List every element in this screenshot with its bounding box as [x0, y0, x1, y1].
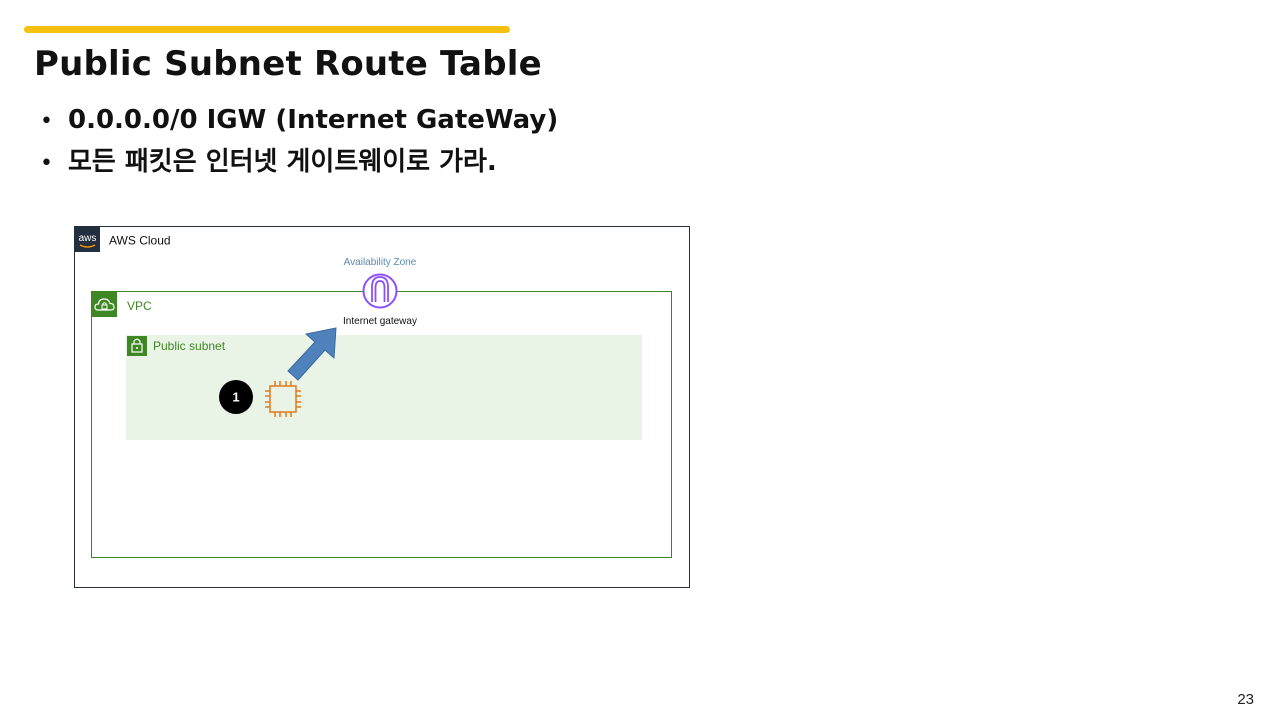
route-arrow-icon	[287, 327, 337, 381]
bullet-text-explanation: 모든 패킷은 인터넷 게이트웨이로 가라.	[68, 147, 497, 177]
internet-gateway-icon	[362, 273, 398, 309]
title-accent-bar	[24, 26, 510, 33]
public-subnet-container	[126, 335, 642, 440]
bullet-list: • 0.0.0.0/0 IGW (Internet GateWay) • 모든 패킷…	[40, 100, 558, 184]
vpc-label: VPC	[127, 299, 152, 313]
subnet-lock-icon	[127, 336, 147, 356]
page-number: 23	[1237, 691, 1254, 708]
slide-title: Public Subnet Route Table	[34, 44, 542, 84]
availability-zone-label: Availability Zone	[344, 257, 417, 268]
bullet-item-explanation: • 모든 패킷은 인터넷 게이트웨이로 가라.	[40, 142, 558, 184]
aws-cloud-label: AWS Cloud	[109, 234, 171, 248]
step-badge-number: 1	[232, 390, 239, 405]
ec2-instance-icon	[265, 381, 301, 417]
step-badge	[219, 380, 253, 414]
internet-gateway-label: Internet gateway	[343, 316, 417, 327]
bullet-marker: •	[40, 151, 53, 176]
bullet-text-route: 0.0.0.0/0 IGW (Internet GateWay)	[68, 105, 559, 135]
public-subnet-label: Public subnet	[153, 339, 226, 353]
bullet-item-route: • 0.0.0.0/0 IGW (Internet GateWay)	[40, 100, 558, 142]
vpc-cloud-lock-icon	[92, 292, 117, 317]
aws-logo-text: aws	[79, 233, 97, 244]
aws-logo-icon: aws	[75, 227, 100, 252]
bullet-marker: •	[40, 109, 53, 134]
